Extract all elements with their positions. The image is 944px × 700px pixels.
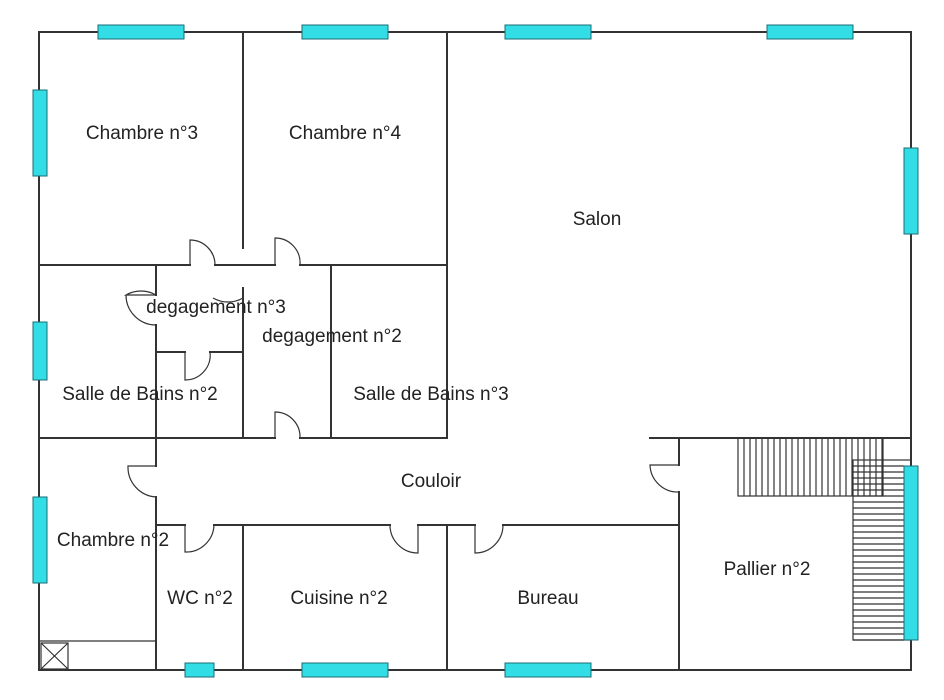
window xyxy=(301,24,389,40)
label-chambre-2: Chambre n°2 xyxy=(57,530,169,551)
label-couloir: Couloir xyxy=(401,471,462,492)
window xyxy=(903,147,919,235)
room-labels: Chambre n°3 Chambre n°4 Salon degagement… xyxy=(57,123,810,609)
label-chambre-3: Chambre n°3 xyxy=(86,123,198,144)
label-degagement-3: degagement n°3 xyxy=(146,297,286,318)
label-cuisine-2: Cuisine n°2 xyxy=(290,588,387,609)
label-chambre-4: Chambre n°4 xyxy=(289,123,402,144)
window xyxy=(903,465,919,641)
label-degagement-2: degagement n°2 xyxy=(262,326,402,347)
doors xyxy=(123,237,680,554)
label-salon: Salon xyxy=(573,209,622,230)
windows xyxy=(32,24,919,678)
label-pallier-2: Pallier n°2 xyxy=(724,559,811,580)
window xyxy=(184,662,215,678)
window xyxy=(504,662,592,678)
label-salle-de-bains-2: Salle de Bains n°2 xyxy=(62,384,217,405)
label-salle-de-bains-3: Salle de Bains n°3 xyxy=(353,384,508,405)
window xyxy=(32,496,48,584)
window xyxy=(504,24,592,40)
window xyxy=(301,662,389,678)
window xyxy=(32,321,48,381)
window xyxy=(32,89,48,177)
label-wc-2: WC n°2 xyxy=(167,588,233,609)
staircase xyxy=(737,437,912,641)
interior-walls xyxy=(38,31,912,671)
window xyxy=(766,24,854,40)
label-bureau: Bureau xyxy=(517,588,578,609)
window xyxy=(97,24,185,40)
